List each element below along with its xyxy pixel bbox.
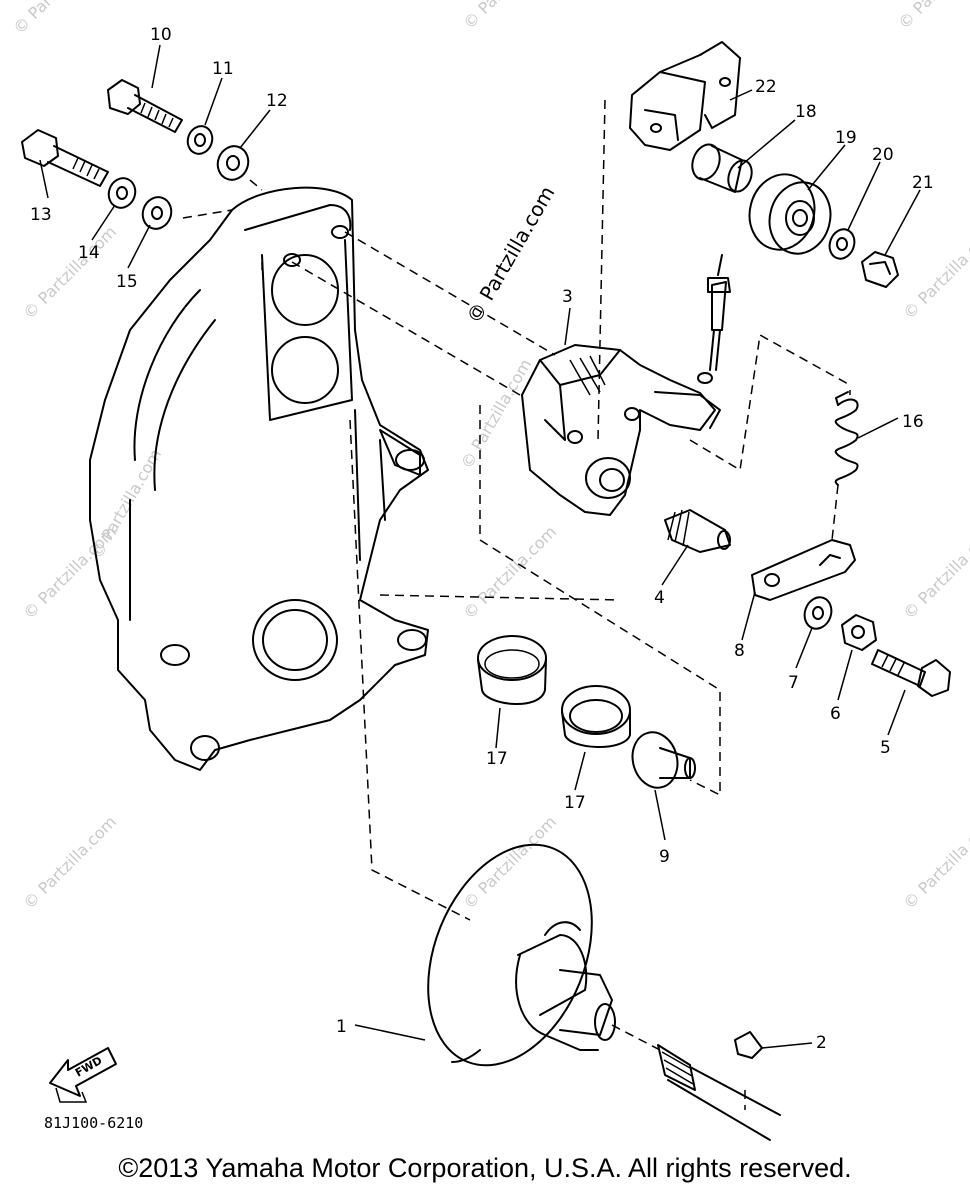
throttle-cable [697,254,731,384]
callout-13: 13 [30,205,52,225]
watermark-tile: © Partzilla.com [19,222,120,323]
callout-4: 4 [654,588,665,608]
housing-cover [89,186,429,771]
watermark-tile: © Partzilla.com [459,812,560,913]
part-11-washer [186,125,214,155]
callout-14: 14 [78,243,100,263]
callout-5: 5 [880,738,891,758]
watermark-tile: © Partzilla.com [899,222,970,323]
callout-21: 21 [912,173,934,193]
part-22-bracket [629,41,741,151]
part-9-shaft [631,731,696,789]
callout-22: 22 [755,77,777,97]
watermark-tile: © Partzilla.com [19,812,120,913]
part-1-sheave [427,843,616,1067]
callout-6: 6 [830,704,841,724]
part-3-body [521,344,721,516]
diagram-code: 81J100-6210 [44,1114,143,1132]
part-12-washer [216,145,250,181]
callout-16: 16 [902,412,924,432]
callout-labels: 1 2 3 4 5 6 7 8 9 10 11 12 13 14 15 16 1… [30,25,934,1053]
part-7-washer [803,596,833,630]
watermark-main: © Partzilla.com [462,182,560,328]
watermark-tile: © Partzilla.com [899,522,970,623]
part-2-key [734,1031,763,1059]
fwd-arrow-icon: FWD [49,1047,117,1103]
callout-9: 9 [659,847,670,867]
part-13-bolt [21,129,109,187]
callout-2: 2 [816,1033,827,1053]
part-17-seal [561,685,631,748]
assembly-guides [182,99,851,921]
callout-17a: 17 [486,749,508,769]
callout-15: 15 [116,272,138,292]
callout-7: 7 [788,673,799,693]
part-17-cap [477,635,547,705]
part-21-nut [861,251,899,288]
part-4-screw [664,509,731,553]
leader-lines [39,44,921,1049]
callout-10: 10 [150,25,172,45]
watermark-layer: © Partzilla.com © Partzilla.com © Partzi… [9,0,970,913]
watermark-tile: © Partzilla.com [894,0,970,33]
callout-12: 12 [266,91,288,111]
part-8-lever [751,539,856,601]
watermark-tile: © Partzilla.com [459,522,560,623]
part-20-washer [828,228,856,260]
part-16-spring [834,391,859,486]
callout-17b: 17 [564,793,586,813]
part-18-collar [691,143,753,193]
watermark-tile: © Partzilla.com [459,0,560,33]
callout-18: 18 [795,102,817,122]
callout-3: 3 [562,287,573,307]
part-19-pulley [748,173,832,255]
crankshaft-end [611,1024,781,1141]
watermark-tile: © Partzilla.com [9,0,110,38]
callout-11: 11 [212,59,234,79]
part-14-washer [107,177,137,209]
callout-8: 8 [734,641,745,661]
part-15-washer [141,196,173,230]
watermark-tile: © Partzilla.com [87,446,165,562]
callout-1: 1 [336,1017,347,1037]
callout-20: 20 [872,145,894,165]
watermark-tile: © Partzilla.com [899,812,970,913]
part-6-nut [841,614,877,651]
part-10-bolt [107,79,183,133]
part-5-bolt [871,649,951,697]
copyright-notice: ©2013 Yamaha Motor Corporation, U.S.A. A… [118,1153,852,1183]
callout-19: 19 [835,128,857,148]
